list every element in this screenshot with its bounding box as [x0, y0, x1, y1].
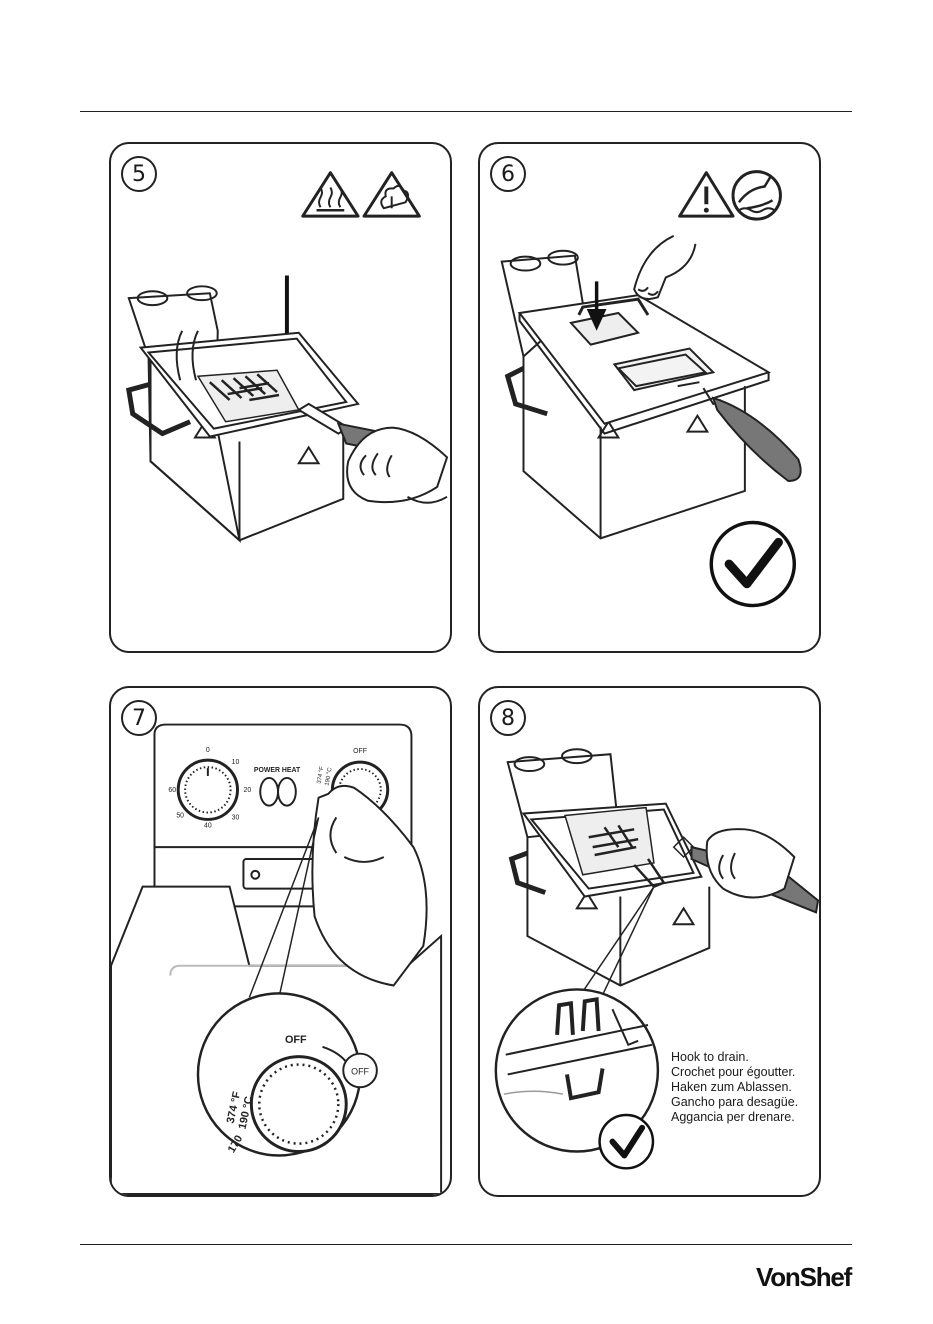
fryer-handle: [703, 388, 800, 481]
no-touch-icon: [733, 172, 780, 219]
brand-logo: VonShef: [756, 1262, 851, 1293]
caption-line-it: Aggancia per drenare.: [671, 1110, 798, 1125]
hot-surface-warning-icon: [303, 173, 358, 216]
zoom-pointer: [575, 887, 654, 1004]
caution-warning-icon: [680, 173, 733, 216]
caption-line-fr: Crochet pour égoutter.: [671, 1065, 798, 1080]
zoom-off-label: OFF: [285, 1034, 307, 1046]
caption-line-en: Hook to drain.: [671, 1050, 798, 1065]
step-5-panel: 5: [109, 142, 452, 653]
hand-on-lid-handle: [634, 236, 695, 299]
step-7-illustration: 0 10 20 30 40 50 60 POWER HEAT OFF 374 °…: [111, 688, 450, 1195]
power-heat-label: POWER HEAT: [254, 767, 301, 774]
dial-label: 0: [206, 747, 210, 754]
off-badge-label: OFF: [351, 1066, 369, 1076]
step-6-illustration: [480, 144, 819, 651]
check-mark-icon: [600, 1115, 653, 1168]
dial-label: 40: [204, 822, 212, 829]
hand-holding-handle: [347, 428, 447, 503]
step-7-panel: 7 0 10 20 30 40 50 60 POWER HEAT OFF 37: [109, 686, 452, 1197]
step-6-panel: 6: [478, 142, 821, 653]
step-5-illustration: [111, 144, 450, 651]
caption-line-de: Haken zum Ablassen.: [671, 1080, 798, 1095]
hook-caption: Hook to drain. Crochet pour égoutter. Ha…: [671, 1050, 798, 1125]
dial-label: 20: [244, 787, 252, 794]
off-badge: OFF: [343, 1054, 377, 1088]
step-8-panel: 8: [478, 686, 821, 1197]
hand-holding-handle: [707, 829, 795, 897]
dial-label: 30: [232, 814, 240, 821]
dial-label: 10: [232, 759, 240, 766]
caption-line-es: Gancho para desagüe.: [671, 1095, 798, 1110]
thermostat-off-label: OFF: [353, 748, 367, 755]
dial-label: 50: [176, 812, 184, 819]
power-heat-indicator: POWER HEAT: [254, 767, 301, 806]
steam-warning-icon: [364, 173, 419, 216]
bottom-rule: [80, 1244, 852, 1245]
zoom-thermostat-detail: OFF 374 °F 190 °C 170: [198, 993, 360, 1155]
check-mark-icon: [711, 523, 794, 606]
dial-label: 60: [168, 787, 176, 794]
top-rule: [80, 111, 852, 112]
